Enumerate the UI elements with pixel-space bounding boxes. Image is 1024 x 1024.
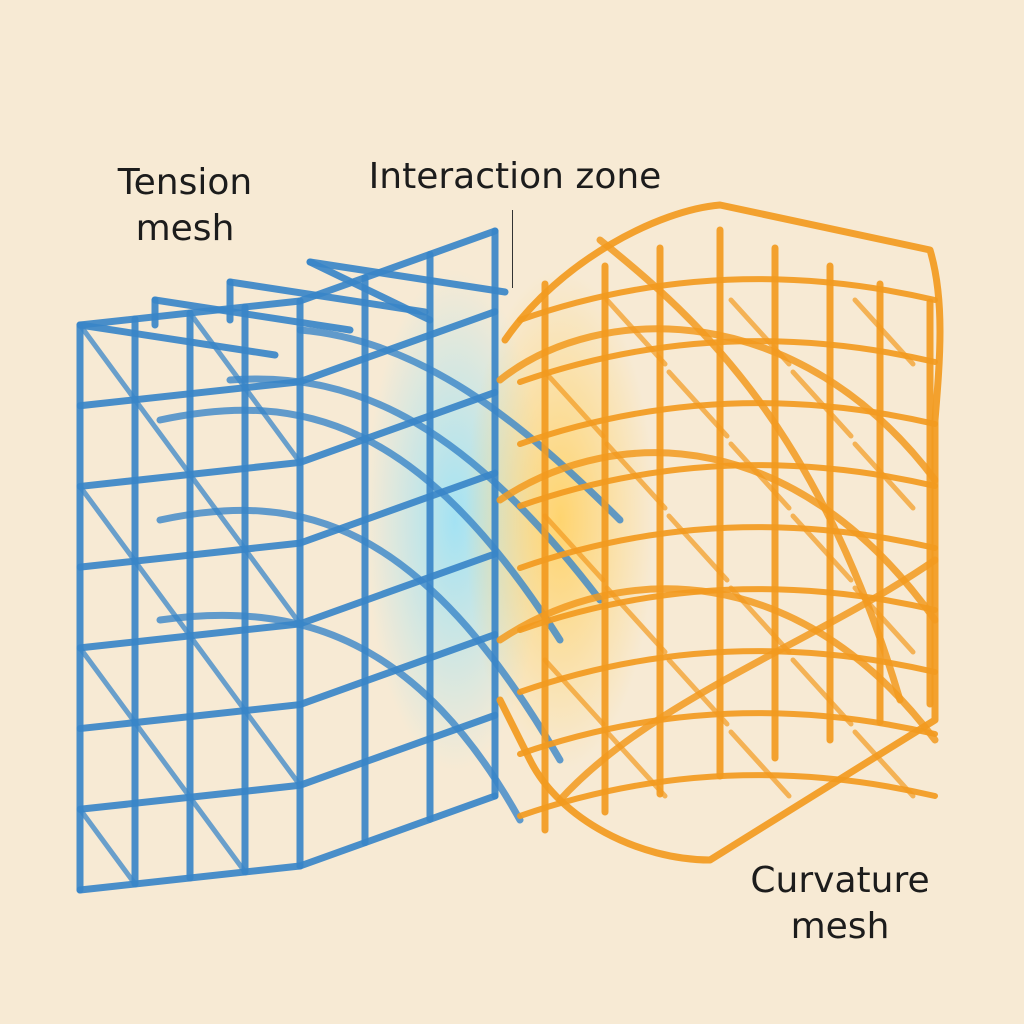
tension-front-diagonal — [77, 322, 138, 403]
curvature-diagonal — [666, 513, 730, 583]
curvature-horizontal — [517, 710, 938, 757]
curvature-diagonal — [852, 441, 916, 511]
tension-front-horizontal — [76, 378, 304, 410]
tension-front-diagonal — [187, 794, 248, 875]
tension-front-diagonal — [242, 546, 303, 627]
curvature-mesh-label: Curvature mesh — [750, 860, 930, 947]
tension-top-rail — [151, 296, 354, 334]
tension-front-diagonal — [132, 397, 193, 477]
curvature-arc — [556, 556, 939, 804]
tension-side-horizontal — [296, 792, 499, 870]
curvature-horizontal — [517, 772, 938, 819]
tension-mesh-label: Tension mesh — [117, 162, 253, 249]
curvature-horizontal — [517, 648, 938, 695]
curvature-diagonal — [728, 729, 792, 799]
tension-front-diagonal — [242, 385, 303, 465]
curvature-arc — [496, 585, 939, 744]
tension-curved-rib — [156, 406, 564, 644]
curvature-diagonal — [666, 369, 730, 439]
tension-front-diagonal — [132, 558, 193, 639]
tension-top-rail — [226, 278, 429, 316]
curvature-diagonal — [790, 513, 854, 583]
tension-side-horizontal — [296, 469, 499, 547]
tension-side-horizontal — [296, 227, 499, 305]
tension-side-horizontal — [296, 711, 499, 789]
tension-side-horizontal — [296, 388, 499, 466]
interaction-zone-pointer — [512, 210, 513, 288]
curvature-diagonal — [852, 297, 916, 367]
curvature-diagonal — [542, 369, 606, 439]
tension-front-diagonal — [77, 483, 138, 564]
curvature-mesh — [496, 201, 944, 864]
tension-front-horizontal — [76, 862, 304, 894]
curvature-diagonal — [604, 585, 668, 655]
tension-front-diagonal — [77, 806, 138, 887]
tension-curved-rib — [156, 506, 564, 764]
curvature-diagonal — [666, 657, 730, 727]
tension-top-rail — [76, 321, 279, 359]
curvature-diagonal — [852, 585, 916, 655]
tension-curved-rib — [156, 611, 524, 824]
tension-front-diagonal — [187, 633, 248, 714]
curvature-diagonal — [790, 369, 854, 439]
tension-side-horizontal — [296, 308, 499, 386]
tension-top-edge — [306, 258, 434, 324]
tension-curved-rib — [296, 326, 624, 524]
curvature-diagonal — [728, 297, 792, 367]
tension-front-diagonal — [132, 720, 193, 800]
curvature-horizontal — [517, 338, 938, 385]
curvature-diagonal — [604, 297, 668, 367]
curvature-horizontal — [517, 276, 938, 323]
curvature-diagonal — [604, 729, 668, 799]
curvature-diagonal — [542, 513, 606, 583]
curvature-diagonal — [852, 729, 916, 799]
curvature-diagonal — [542, 657, 606, 727]
tension-front-horizontal — [76, 539, 304, 571]
tension-front-diagonal — [77, 645, 138, 726]
curvature-diagonal — [728, 585, 792, 655]
tension-front-diagonal — [242, 708, 303, 788]
tension-front-diagonal — [187, 310, 248, 391]
curvature-diagonal — [604, 441, 668, 511]
tension-top-rail — [306, 258, 509, 296]
tension-front-horizontal — [76, 701, 304, 733]
tension-side-horizontal — [296, 550, 499, 628]
curvature-diagonal — [790, 657, 854, 727]
tension-mesh — [76, 227, 624, 894]
curvature-diagonal — [728, 441, 792, 511]
curvature-arc — [496, 449, 939, 624]
curvature-horizontal — [517, 462, 938, 509]
interaction-zone-label: Interaction zone — [368, 156, 662, 197]
